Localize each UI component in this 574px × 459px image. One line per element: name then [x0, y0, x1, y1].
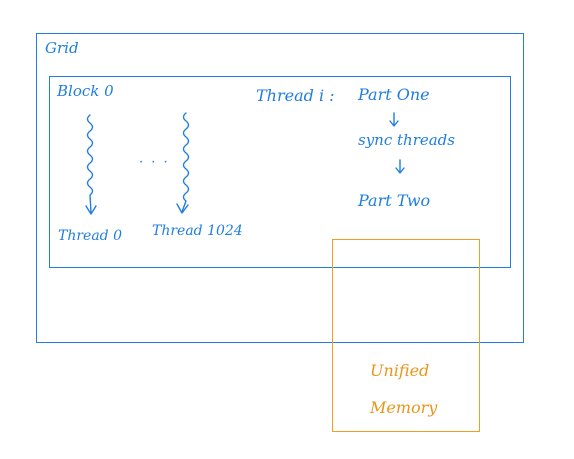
grid-container: [36, 33, 524, 343]
unified-label: Unified: [370, 361, 430, 380]
memory-label: Memory: [370, 398, 438, 417]
unified-memory-container: [332, 239, 480, 432]
part-two-label: Part Two: [358, 191, 431, 210]
threads-ellipsis: · · ·: [139, 155, 170, 170]
block-label: Block 0: [57, 82, 114, 100]
thread-1024-label: Thread 1024: [152, 223, 243, 239]
grid-label: Grid: [45, 39, 79, 57]
sync-threads-label: sync threads: [358, 131, 455, 149]
part-one-label: Part One: [358, 85, 430, 104]
block-container: [49, 76, 511, 268]
thread-0-label: Thread 0: [58, 228, 122, 244]
thread-i-label: Thread i :: [256, 86, 335, 105]
